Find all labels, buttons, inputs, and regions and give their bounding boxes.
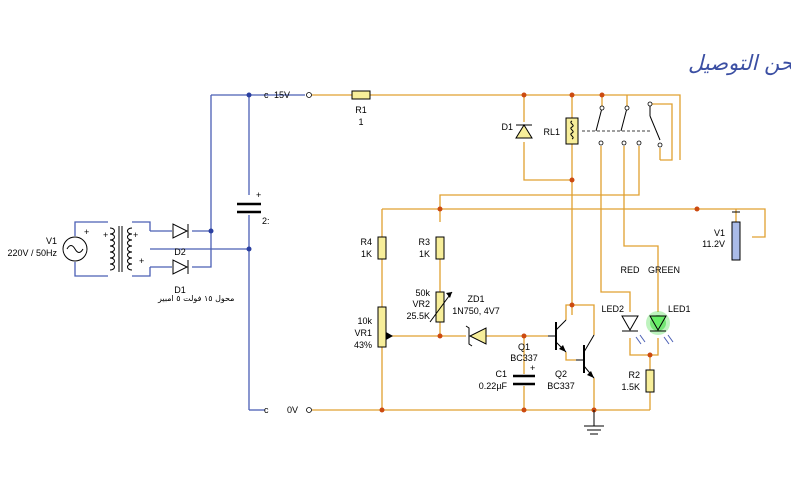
diode-d2-label: D2 <box>174 247 186 257</box>
vr1-setting: 43% <box>354 340 372 350</box>
svg-text:+: + <box>530 363 535 373</box>
resistor-r4-name: R4 <box>360 237 372 247</box>
relay-label: RL1 <box>543 127 560 137</box>
rail-0v-label: 0V <box>287 405 298 415</box>
svg-text:+: + <box>139 256 144 266</box>
relay-diode-label: D1 <box>501 122 513 132</box>
resistor-r3-value: 1K <box>419 249 430 259</box>
filter-capacitor: + <box>237 190 261 214</box>
led2-color-label: RED <box>620 265 640 275</box>
ac-source-name: V1 <box>46 236 57 246</box>
svg-text:+: + <box>256 190 261 200</box>
led1-name: LED1 <box>668 304 691 314</box>
diagram-title: الدائرة في وضع الشحن التوصيل <box>688 51 791 76</box>
capacitor-c1: + <box>513 363 535 386</box>
transformer-note: محول ١٥ فولت ٥ امبير <box>157 294 234 303</box>
transformer-symbol: + + + <box>103 226 144 272</box>
vr2-name: VR2 <box>412 299 430 309</box>
q1-name: Q1 <box>518 342 530 352</box>
resistor-r4 <box>377 236 387 260</box>
zd1-name: ZD1 <box>467 294 484 304</box>
svg-text:+: + <box>84 227 89 237</box>
vr1-value: 10k <box>357 316 372 326</box>
led2-name: LED2 <box>601 304 624 314</box>
zener-diode-zd1 <box>465 325 487 347</box>
resistor-r2-name: R2 <box>628 370 640 380</box>
relay-coil <box>565 117 650 145</box>
transistor-q1 <box>548 319 567 353</box>
relay-contacts <box>595 101 663 148</box>
svg-text:+: + <box>103 230 108 240</box>
supply-wiring <box>74 94 305 411</box>
battery-value: 11.2V <box>702 239 725 249</box>
battery-symbol <box>731 211 741 261</box>
main-wiring <box>312 94 766 411</box>
resistor-r1 <box>351 90 371 100</box>
battery-name: V1 <box>714 228 725 238</box>
vr2-setting: 25.5K <box>406 311 430 321</box>
transistor-q2 <box>576 334 595 379</box>
zd1-value: 1N750, 4V7 <box>452 306 500 316</box>
q1-value: BC337 <box>510 353 538 363</box>
q2-value: BC337 <box>547 381 575 391</box>
resistor-r3-name: R3 <box>418 237 430 247</box>
c1-name: C1 <box>495 369 507 379</box>
diode-d1-bridge-label: D1 <box>174 285 186 295</box>
led1-color-label: GREEN <box>648 265 680 275</box>
led2-red <box>621 315 646 345</box>
vr1-name: VR1 <box>354 328 372 338</box>
rail-15v-label: 15V <box>274 90 290 100</box>
resistor-r4-value: 1K <box>361 249 372 259</box>
filter-capacitor-label: 2: <box>262 216 270 226</box>
bridge-diode-bottom <box>172 259 189 275</box>
ac-source-value: 220V / 50Hz <box>7 248 57 258</box>
ground-icon <box>584 410 604 435</box>
resistor-r1-value: 1 <box>358 117 363 127</box>
resistor-r1-name: R1 <box>355 105 367 115</box>
vr2-value: 50k <box>415 288 430 298</box>
main-nodes <box>379 92 700 413</box>
led1-green-lit <box>646 311 674 345</box>
potentiometer-vr2 <box>429 291 453 323</box>
c1-value: 0.22µF <box>479 381 508 391</box>
relay-diode-symbol <box>515 124 533 139</box>
svg-text:c: c <box>264 90 269 100</box>
supply-nodes <box>208 92 252 252</box>
bridge-diode-top <box>172 223 189 239</box>
svg-text:c: c <box>264 405 269 415</box>
terminal-markers: c c <box>264 90 312 415</box>
potentiometer-vr1 <box>377 306 393 348</box>
resistor-r2 <box>645 369 655 393</box>
q2-name: Q2 <box>555 369 567 379</box>
resistor-r2-value: 1.5K <box>621 382 640 392</box>
svg-text:+: + <box>133 230 138 240</box>
ac-source-symbol: + <box>62 227 89 262</box>
resistor-r3 <box>435 236 445 260</box>
